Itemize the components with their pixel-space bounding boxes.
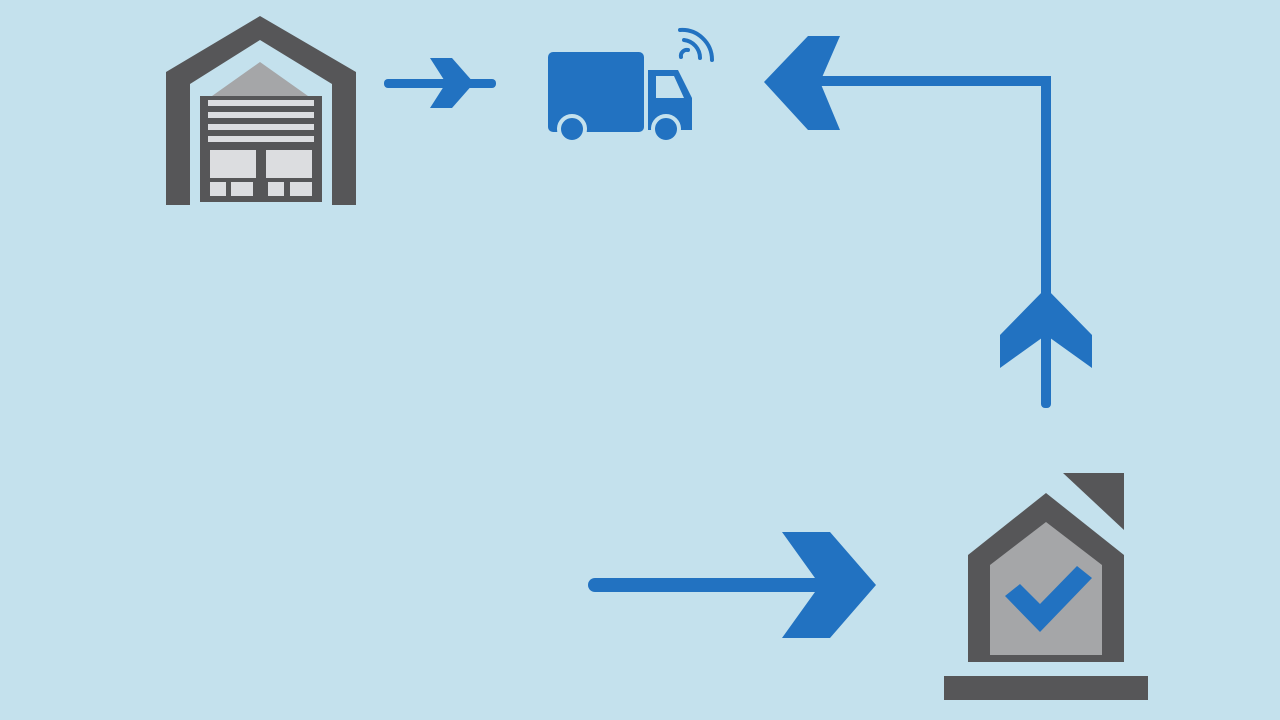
arrow-warehouse-to-truck bbox=[384, 58, 496, 108]
wifi-signal-icon bbox=[678, 27, 715, 62]
delivery-truck-icon bbox=[548, 52, 692, 144]
arrow-home-to-truck bbox=[764, 36, 1092, 408]
warehouse-icon bbox=[166, 16, 356, 205]
arrow-to-home bbox=[588, 532, 876, 638]
home-check-icon bbox=[944, 473, 1148, 700]
